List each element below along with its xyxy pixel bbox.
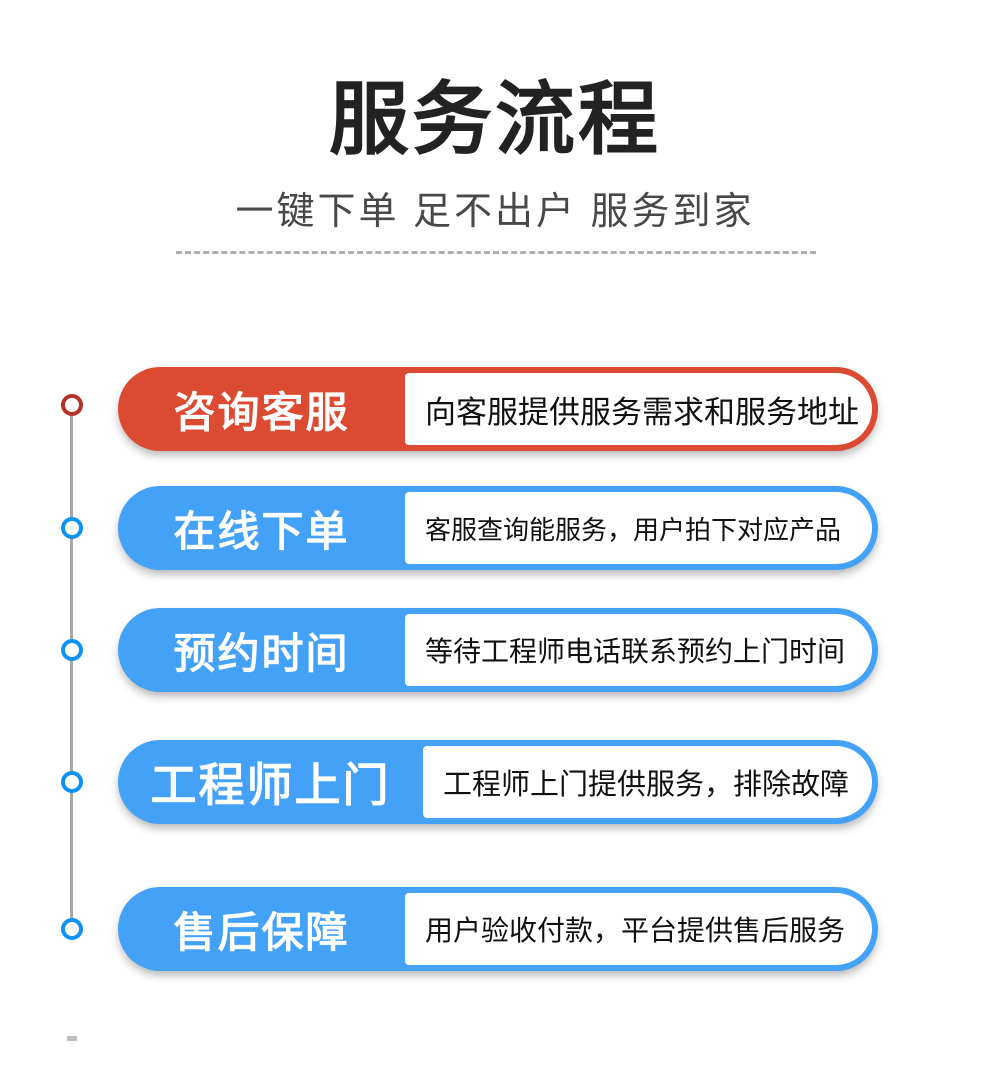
step-row-aftersales: 售后保障 用户验收付款，平台提供售后服务 (118, 887, 878, 971)
timeline-line (70, 407, 73, 928)
timeline-node-3 (61, 639, 83, 661)
step-pill: 咨询客服 向客服提供服务需求和服务地址 (118, 367, 878, 451)
step-description: 等待工程师电话联系预约上门时间 (405, 614, 872, 686)
stray-mark (67, 1036, 77, 1041)
step-description: 工程师上门提供服务，排除故障 (423, 746, 872, 818)
step-label: 工程师上门 (150, 759, 391, 811)
timeline-node-5 (61, 918, 83, 940)
step-pill: 售后保障 用户验收付款，平台提供售后服务 (118, 887, 878, 971)
timeline-node-2 (61, 517, 83, 539)
step-description: 向客服提供服务需求和服务地址 (405, 373, 872, 445)
page-title: 服务流程 (329, 75, 661, 164)
step-pill: 工程师上门 工程师上门提供服务，排除故障 (118, 740, 878, 824)
step-label: 售后保障 (173, 908, 350, 956)
step-description: 用户验收付款，平台提供售后服务 (405, 893, 872, 965)
step-label: 咨询客服 (173, 388, 350, 436)
timeline-node-4 (61, 771, 83, 793)
step-row-consult: 咨询客服 向客服提供服务需求和服务地址 (118, 367, 878, 451)
timeline-node-1 (61, 394, 83, 416)
step-row-order: 在线下单 客服查询能服务，用户拍下对应产品 (118, 486, 878, 570)
step-pill: 在线下单 客服查询能服务，用户拍下对应产品 (118, 486, 878, 570)
page-subtitle: 一键下单 足不出户 服务到家 (235, 191, 755, 233)
step-pill: 预约时间 等待工程师电话联系预约上门时间 (118, 608, 878, 692)
step-label: 预约时间 (173, 629, 350, 677)
step-row-engineer-visit: 工程师上门 工程师上门提供服务，排除故障 (118, 740, 878, 824)
step-row-appointment: 预约时间 等待工程师电话联系预约上门时间 (118, 608, 878, 692)
step-label: 在线下单 (173, 507, 350, 555)
dashed-divider (176, 251, 816, 254)
step-description: 客服查询能服务，用户拍下对应产品 (405, 492, 872, 564)
